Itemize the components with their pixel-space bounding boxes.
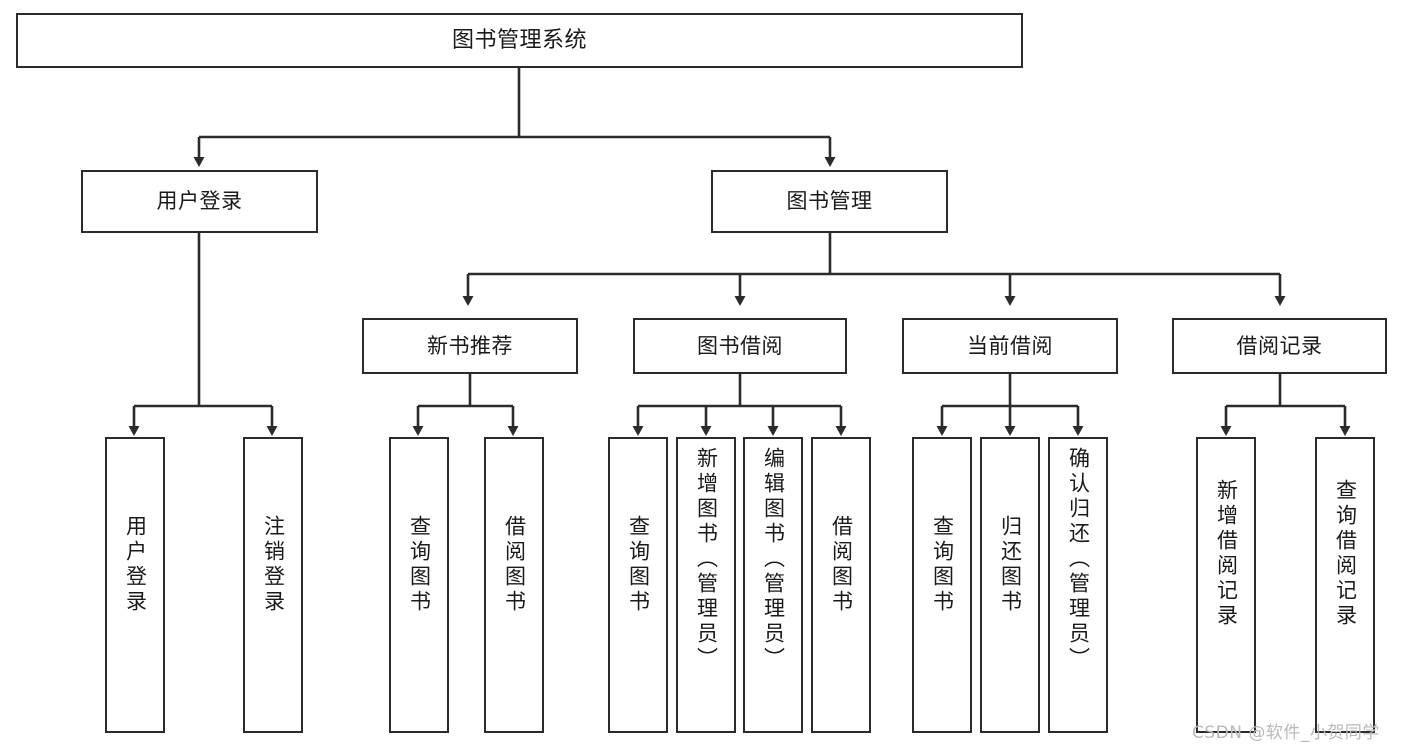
node-user-login-label: 用户登录 bbox=[156, 189, 243, 214]
leaf-edit-book-admin[interactable]: 编辑图书（管理员） bbox=[743, 437, 803, 733]
node-current-borrow-label: 当前借阅 bbox=[967, 333, 1053, 358]
leaf-return-book[interactable]: 归还图书 bbox=[980, 437, 1040, 733]
leaf-borrow-book-label: 借阅图书 bbox=[829, 515, 854, 615]
leaf-query-borrow-record-label: 查询借阅记录 bbox=[1333, 479, 1358, 629]
leaf-logout[interactable]: 注销登录 bbox=[243, 437, 303, 733]
leaf-add-borrow-record-label: 新增借阅记录 bbox=[1214, 479, 1239, 629]
node-borrow-record[interactable]: 借阅记录 bbox=[1172, 318, 1387, 374]
leaf-add-borrow-record[interactable]: 新增借阅记录 bbox=[1196, 437, 1256, 733]
leaf-borrow-book-recommend[interactable]: 借阅图书 bbox=[484, 437, 544, 733]
leaf-confirm-return-admin-label: 确认归还（管理员） bbox=[1066, 447, 1091, 672]
node-book-manage-label: 图书管理 bbox=[786, 189, 873, 214]
node-root[interactable]: 图书管理系统 bbox=[16, 13, 1023, 68]
node-book-manage[interactable]: 图书管理 bbox=[711, 170, 948, 233]
leaf-return-book-label: 归还图书 bbox=[998, 515, 1023, 615]
leaf-user-login-label: 用户登录 bbox=[123, 515, 148, 615]
node-new-book-recommend-label: 新书推荐 bbox=[427, 333, 513, 358]
leaf-query-book-current[interactable]: 查询图书 bbox=[912, 437, 972, 733]
node-book-borrow[interactable]: 图书借阅 bbox=[633, 318, 847, 374]
leaf-edit-book-admin-label: 编辑图书（管理员） bbox=[761, 447, 786, 672]
node-current-borrow[interactable]: 当前借阅 bbox=[902, 318, 1118, 374]
leaf-user-login[interactable]: 用户登录 bbox=[105, 437, 165, 733]
node-root-label: 图书管理系统 bbox=[451, 27, 587, 53]
leaf-query-book-recommend[interactable]: 查询图书 bbox=[389, 437, 449, 733]
leaf-query-book-recommend-label: 查询图书 bbox=[407, 515, 432, 615]
leaf-query-book-borrow-label: 查询图书 bbox=[626, 515, 651, 615]
leaf-add-book-admin[interactable]: 新增图书（管理员） bbox=[676, 437, 736, 733]
node-user-login[interactable]: 用户登录 bbox=[81, 170, 318, 233]
leaf-query-borrow-record[interactable]: 查询借阅记录 bbox=[1315, 437, 1375, 733]
leaf-borrow-book[interactable]: 借阅图书 bbox=[811, 437, 871, 733]
node-book-borrow-label: 图书借阅 bbox=[697, 333, 783, 358]
node-new-book-recommend[interactable]: 新书推荐 bbox=[362, 318, 578, 374]
csdn-watermark: CSDN @软件_小贺同学 bbox=[1192, 723, 1380, 743]
leaf-add-book-admin-label: 新增图书（管理员） bbox=[694, 447, 719, 672]
leaf-confirm-return-admin[interactable]: 确认归还（管理员） bbox=[1048, 437, 1108, 733]
leaf-logout-label: 注销登录 bbox=[261, 515, 286, 615]
leaf-query-book-current-label: 查询图书 bbox=[930, 515, 955, 615]
node-borrow-record-label: 借阅记录 bbox=[1236, 333, 1323, 358]
leaf-query-book-borrow[interactable]: 查询图书 bbox=[608, 437, 668, 733]
leaf-borrow-book-recommend-label: 借阅图书 bbox=[502, 515, 527, 615]
